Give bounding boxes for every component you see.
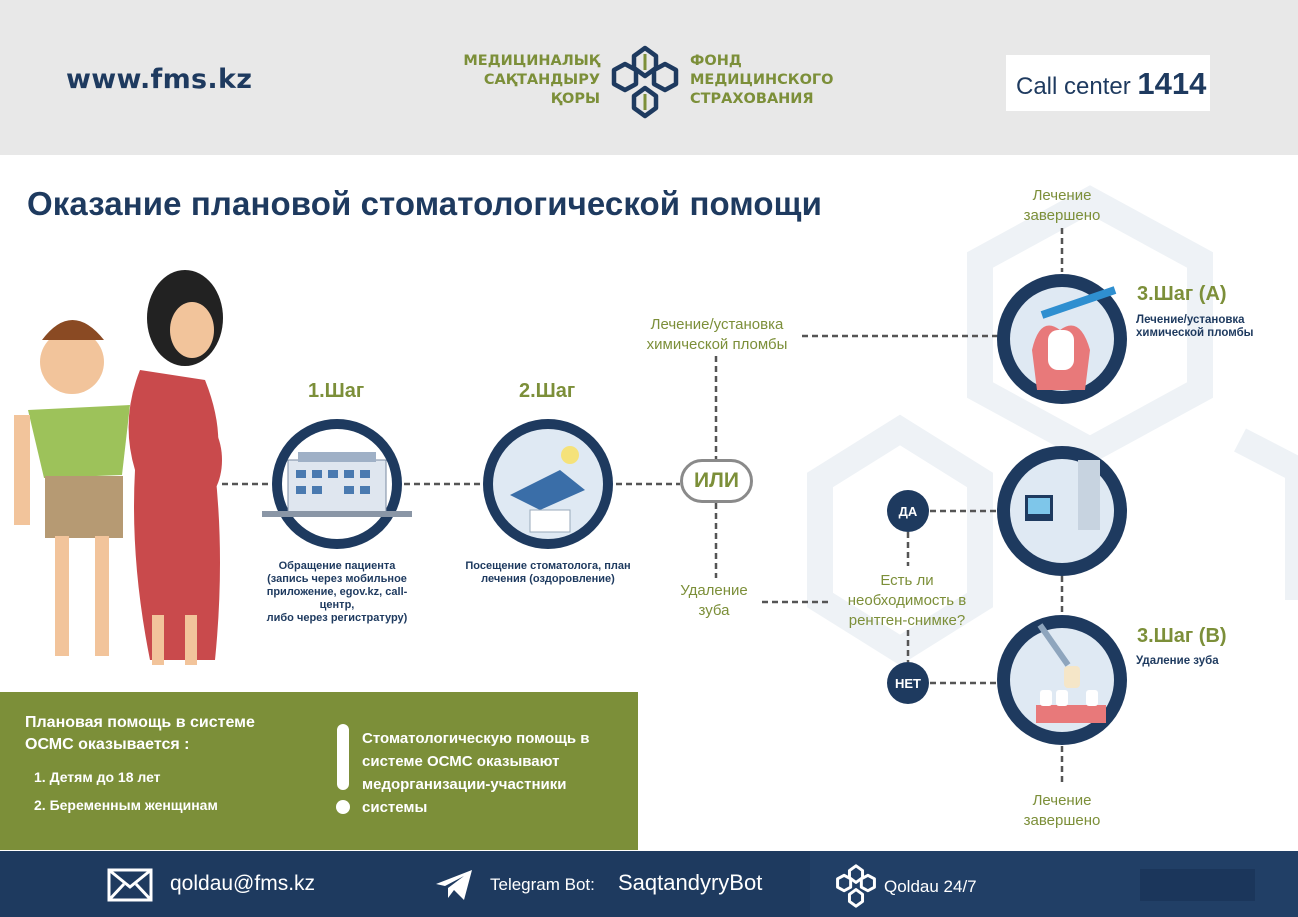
footer-box [1140, 869, 1255, 901]
step2-circle [483, 419, 613, 549]
info-dot [336, 800, 350, 814]
page-title: Оказание плановой стоматологической помо… [27, 185, 822, 222]
logo-kz-line: ҚОРЫ [550, 91, 600, 107]
step3a-caption: Лечение/установка химической пломбы [1136, 314, 1276, 340]
yes-badge: ДА [887, 490, 929, 532]
xray-circle [997, 446, 1127, 576]
mail-icon [107, 868, 153, 902]
logo-text-kz: МЕДИЦИНАЛЫҚ САҚТАНДЫРУ ҚОРЫ [440, 52, 600, 109]
step1-circle [262, 419, 412, 549]
fund-logo-icon [611, 45, 679, 119]
step3a-circle [997, 274, 1127, 404]
done-line: Лечение [1032, 187, 1092, 204]
site-url[interactable]: www.fms.kz [66, 64, 253, 95]
step3a-label: 3.Шаг (А) [1137, 283, 1227, 305]
info-title-line: Плановая помощь в системе [25, 714, 255, 731]
branch-treatment: Лечение/установка химической пломбы [632, 315, 802, 355]
step2-caption: Посещение стоматолога, план лечения (озд… [455, 560, 641, 586]
call-center[interactable]: Call center 1414 [1016, 66, 1206, 102]
done-line: Лечение [1032, 792, 1092, 809]
logo-ru-line: СТРАХОВАНИЯ [690, 91, 814, 107]
done-bottom: Лечение завершено [1012, 791, 1112, 831]
caption-line: химической пломбы [1136, 327, 1254, 339]
step1-label: 1.Шаг [308, 380, 365, 402]
patients-illustration [14, 270, 223, 665]
qoldau-label[interactable]: Qoldau 24/7 [884, 877, 977, 896]
logo-ru-line: МЕДИЦИНСКОГО [690, 72, 834, 88]
branch-line: зуба [698, 602, 730, 619]
caption-line: Посещение стоматолога, план [465, 560, 631, 572]
info-right-line: медорганизации-участники [362, 776, 567, 793]
footer-email[interactable]: qoldau@fms.kz [170, 872, 316, 895]
logo-text-ru: ФОНД МЕДИЦИНСКОГО СТРАХОВАНИЯ [690, 52, 850, 109]
info-right-line: Стоматологическую помощь в [362, 730, 590, 747]
caption-line: (запись через мобильное [267, 573, 407, 585]
logo-kz-line: САҚТАНДЫРУ [483, 72, 600, 88]
logo-kz-line: МЕДИЦИНАЛЫҚ [463, 53, 600, 69]
branch-line: химической пломбы [646, 336, 788, 353]
question-line: Есть ли [880, 572, 934, 589]
info-box [0, 692, 638, 850]
branch-extraction: Удаление зуба [668, 581, 760, 621]
info-title: Плановая помощь в системе ОСМС оказывает… [25, 712, 325, 756]
caption-line: приложение, egov.kz, call-центр, [266, 586, 408, 611]
or-label: ИЛИ [680, 459, 753, 503]
call-center-box [1006, 55, 1210, 111]
caption-line: Лечение/установка [1136, 314, 1245, 326]
info-right-line: системе ОСМС оказывают [362, 753, 560, 770]
info-right-line: системы [362, 799, 428, 816]
caption-line: Удаление зуба [1136, 655, 1219, 667]
question-line: необходимость в [847, 592, 967, 609]
caption-line: Обращение пациента [278, 560, 396, 572]
no-badge: НЕТ [887, 662, 929, 704]
info-right-text: Стоматологическую помощь в системе ОСМС … [362, 727, 622, 819]
step1-caption: Обращение пациента (запись через мобильн… [252, 560, 422, 625]
branch-line: Лечение/установка [650, 316, 784, 333]
question-line: рентген-снимке? [848, 612, 966, 629]
telegram-bot[interactable]: SaqtandyryBot [618, 870, 763, 895]
step3b-label: 3.Шаг (В) [1137, 625, 1227, 647]
background-pattern [807, 185, 1298, 666]
info-divider [337, 724, 349, 790]
logo-ru-line: ФОНД [690, 53, 742, 69]
done-line: завершено [1023, 812, 1101, 829]
done-line: завершено [1023, 207, 1101, 224]
step3b-circle [997, 615, 1127, 745]
step2-label: 2.Шаг [519, 380, 576, 402]
xray-question: Есть ли необходимость в рентген-снимке? [832, 571, 982, 631]
telegram-icon [436, 870, 472, 900]
qoldau-logo-icon [836, 864, 876, 908]
info-list-item: 1. Детям до 18 лет [34, 769, 161, 785]
connector-lines [222, 228, 1064, 784]
step3b-caption: Удаление зуба [1136, 655, 1276, 668]
info-title-line: ОСМС оказывается : [25, 736, 190, 753]
caption-line: либо через регистратуру) [266, 612, 408, 624]
call-center-label: Call center [1016, 73, 1131, 100]
call-center-number: 1414 [1137, 66, 1207, 101]
branch-line: Удаление [680, 582, 748, 599]
info-list-item: 2. Беременным женщинам [34, 797, 218, 813]
caption-line: лечения (оздоровление) [481, 573, 615, 585]
telegram-label: Telegram Bot: [490, 875, 595, 894]
done-top: Лечение завершено [1012, 186, 1112, 226]
